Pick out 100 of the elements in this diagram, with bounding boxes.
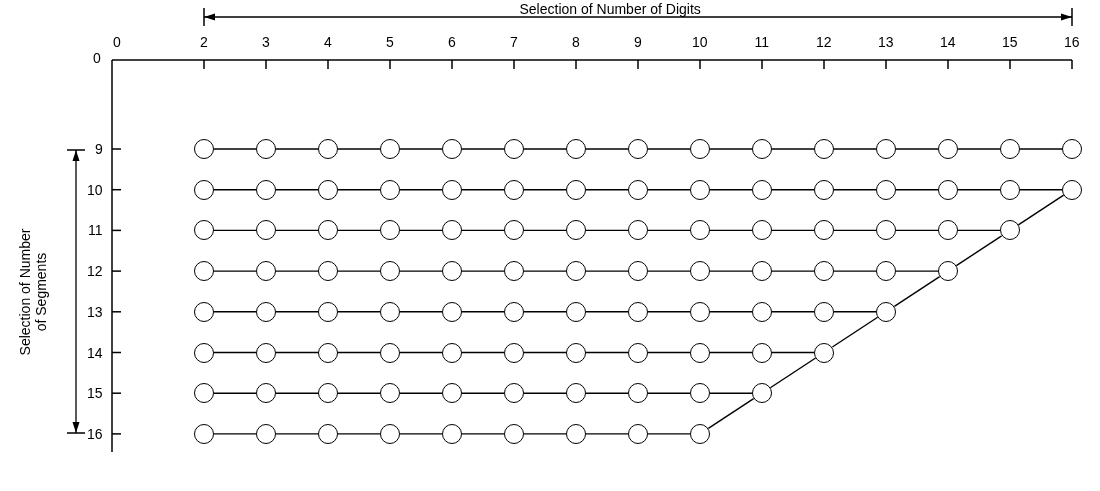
connector-line [337, 229, 381, 232]
circle-node [876, 139, 896, 159]
circle-node [504, 423, 524, 444]
tick-label: 13 [878, 34, 894, 50]
connector-line [337, 189, 381, 191]
circle-node [380, 423, 400, 444]
circle-node [690, 139, 710, 159]
circle-node [566, 220, 586, 241]
circle-node [318, 423, 338, 444]
circle-node [752, 139, 772, 159]
circle-node [566, 423, 586, 444]
circle-node [256, 423, 276, 444]
circle-node [256, 301, 276, 322]
connector-line [647, 148, 691, 150]
circle-node [194, 220, 214, 241]
circle-node [1000, 220, 1020, 241]
connector-line [461, 229, 505, 232]
circle-node [256, 261, 276, 282]
circle-node [256, 383, 276, 404]
connector-line [771, 148, 815, 150]
circle-node [504, 261, 524, 282]
connector-line [833, 229, 877, 232]
connector-line [275, 229, 319, 232]
connector-line [337, 392, 381, 394]
connector-line [213, 148, 257, 150]
connector-line [647, 311, 691, 313]
connector-line [275, 392, 319, 394]
connector-line [1017, 194, 1065, 226]
circle-node [628, 301, 648, 322]
connector-line [585, 148, 629, 150]
connector-line [647, 433, 691, 435]
circle-node [380, 220, 400, 241]
tick-label: 2 [200, 34, 208, 50]
connector-line [337, 433, 381, 435]
circle-node [442, 383, 462, 404]
circle-node [194, 179, 214, 200]
circle-node [752, 261, 772, 282]
circle-node [1062, 179, 1082, 200]
tick-label: 9 [95, 141, 103, 157]
connector-line [585, 270, 629, 272]
circle-node [566, 301, 586, 322]
connector-line [213, 270, 257, 272]
connector-line [461, 392, 505, 394]
circle-node [566, 179, 586, 200]
tick-label: 15 [87, 385, 103, 402]
circle-node [628, 342, 648, 363]
circle-node [690, 423, 710, 444]
connector-line [769, 357, 817, 389]
circle-node [380, 342, 400, 363]
circle-node [442, 261, 462, 282]
connector-line [399, 433, 443, 435]
connector-line [709, 270, 753, 272]
circle-node [690, 301, 710, 322]
circle-node [194, 423, 214, 444]
connector-line [461, 270, 505, 272]
connector-line [895, 229, 939, 232]
circle-node [876, 261, 896, 282]
connector-line [833, 189, 877, 191]
circle-node [938, 179, 958, 200]
connector-line [831, 316, 879, 348]
circle-node [318, 139, 338, 159]
circle-node [690, 220, 710, 241]
circle-node [814, 220, 834, 241]
circle-node [442, 139, 462, 159]
connector-line [523, 351, 567, 354]
circle-node [752, 342, 772, 363]
circle-node [1062, 139, 1082, 159]
circle-node [566, 261, 586, 282]
connector-line [337, 311, 381, 313]
circle-node [504, 342, 524, 363]
connector-line [213, 433, 257, 435]
tick-label: 4 [324, 34, 332, 50]
circle-node [814, 179, 834, 200]
tick-label: 11 [754, 34, 770, 50]
circle-node [628, 179, 648, 200]
connector-line [585, 392, 629, 394]
connector-line [647, 189, 691, 191]
circle-node [256, 139, 276, 159]
connector-line [771, 189, 815, 191]
connector-line [1019, 189, 1063, 191]
circle-node [318, 179, 338, 200]
connector-line [647, 270, 691, 272]
circle-node [814, 342, 834, 363]
connector-line [709, 392, 753, 394]
connector-line [709, 148, 753, 150]
circle-node [256, 179, 276, 200]
connector-line [585, 311, 629, 313]
circle-node [380, 383, 400, 404]
connector-line [585, 351, 629, 354]
connector-line [523, 189, 567, 191]
connector-line [957, 229, 1001, 232]
circle-node [938, 220, 958, 241]
connector-line [895, 148, 939, 150]
connector-line [893, 275, 941, 307]
connector-line [585, 229, 629, 232]
circle-node [194, 139, 214, 159]
connector-line [771, 351, 815, 354]
circle-node [318, 261, 338, 282]
connector-line [399, 148, 443, 150]
circle-node [938, 139, 958, 159]
